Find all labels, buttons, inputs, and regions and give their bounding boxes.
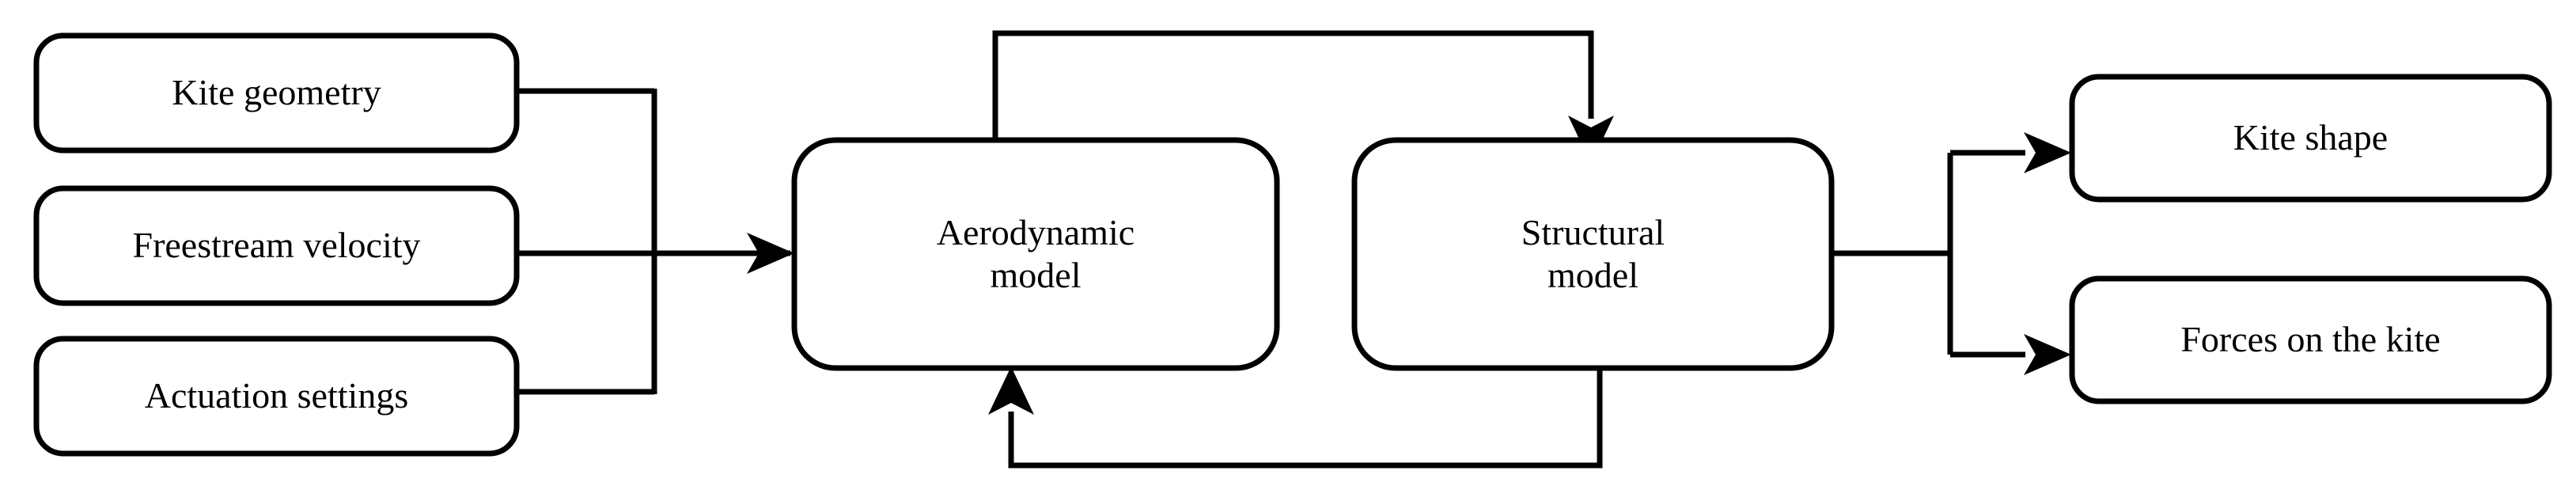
connector-structural-bottom-feedback [1008,366,1603,469]
connector-structural-to-outputs [1832,132,2071,375]
node-freestream-velocity[interactable] [33,185,520,306]
node-actuation-settings[interactable] [33,336,520,457]
node-kite-geometry[interactable] [33,32,520,154]
node-aerodynamic-model[interactable] [791,137,1280,371]
arrow-head-into-aerodynamic-model-bottom [988,366,1034,415]
arrow-head-into-aerodynamic-model [747,233,794,274]
connector-structural-to-aero-bottom [988,366,1603,469]
connector-inputs-bus [517,88,794,395]
node-forces-on-the-kite[interactable] [2069,275,2552,404]
node-kite-shape[interactable] [2069,74,2552,203]
arrow-head-into-forces-on-the-kite [2024,334,2071,375]
node-structural-model[interactable] [1351,137,1835,371]
connector-aerodynamic-top-loop [992,30,1594,163]
arrow-head-into-kite-shape [2024,132,2071,173]
